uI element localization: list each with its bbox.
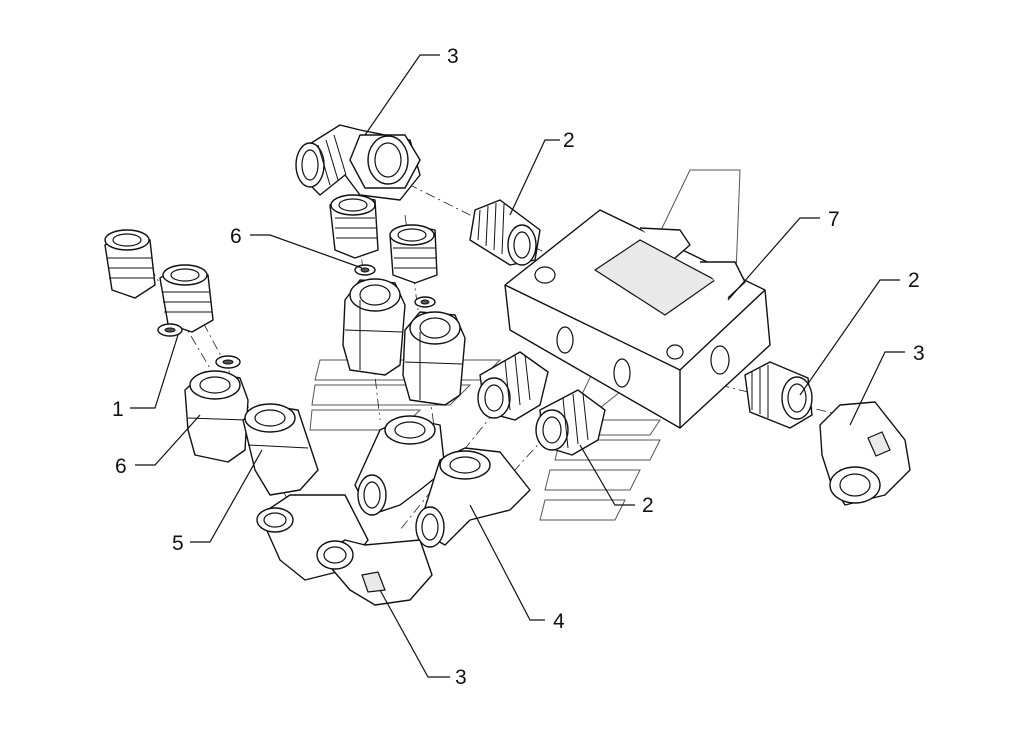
callout-6-lower: 6 [115, 455, 127, 478]
callout-2-mid: 2 [642, 494, 654, 517]
washer-left [157, 323, 241, 369]
adapter-right [744, 361, 813, 429]
adapter-left-lower [159, 264, 214, 333]
callout-3-right: 3 [913, 342, 925, 365]
callout-labels: 3 2 6 7 2 3 1 6 5 2 4 3 [112, 45, 925, 689]
hex-nut-upper-right [402, 311, 466, 406]
small-adapter-upper-right [389, 224, 438, 284]
callout-7: 7 [828, 208, 840, 231]
tee-fitting-left [354, 415, 446, 516]
adapter-mid-upper [477, 351, 549, 421]
elbow-fitting-top [295, 124, 421, 201]
callout-2-top: 2 [563, 129, 575, 152]
callout-5: 5 [172, 532, 184, 555]
tee-fitting-right [415, 447, 531, 548]
elbow-fitting-right [819, 401, 911, 506]
small-adapter-upper-left [329, 194, 379, 259]
callout-1: 1 [112, 398, 124, 421]
callout-3-top: 3 [447, 45, 459, 68]
hex-nut-lower-left [184, 370, 249, 463]
elbow-fitting-bottom [316, 539, 433, 606]
callout-3-bottom: 3 [455, 666, 467, 689]
adapter-left-upper [104, 229, 156, 299]
leader-lines [130, 54, 905, 678]
coupling-lower-left [242, 403, 319, 496]
callout-2-right: 2 [908, 269, 920, 292]
adapter-mid-lower [535, 389, 606, 456]
manifold-block [504, 209, 771, 429]
hex-nut-upper-left [342, 278, 406, 376]
adapter-top [469, 199, 541, 266]
callout-6-upper: 6 [230, 225, 242, 248]
callout-4: 4 [553, 610, 565, 633]
